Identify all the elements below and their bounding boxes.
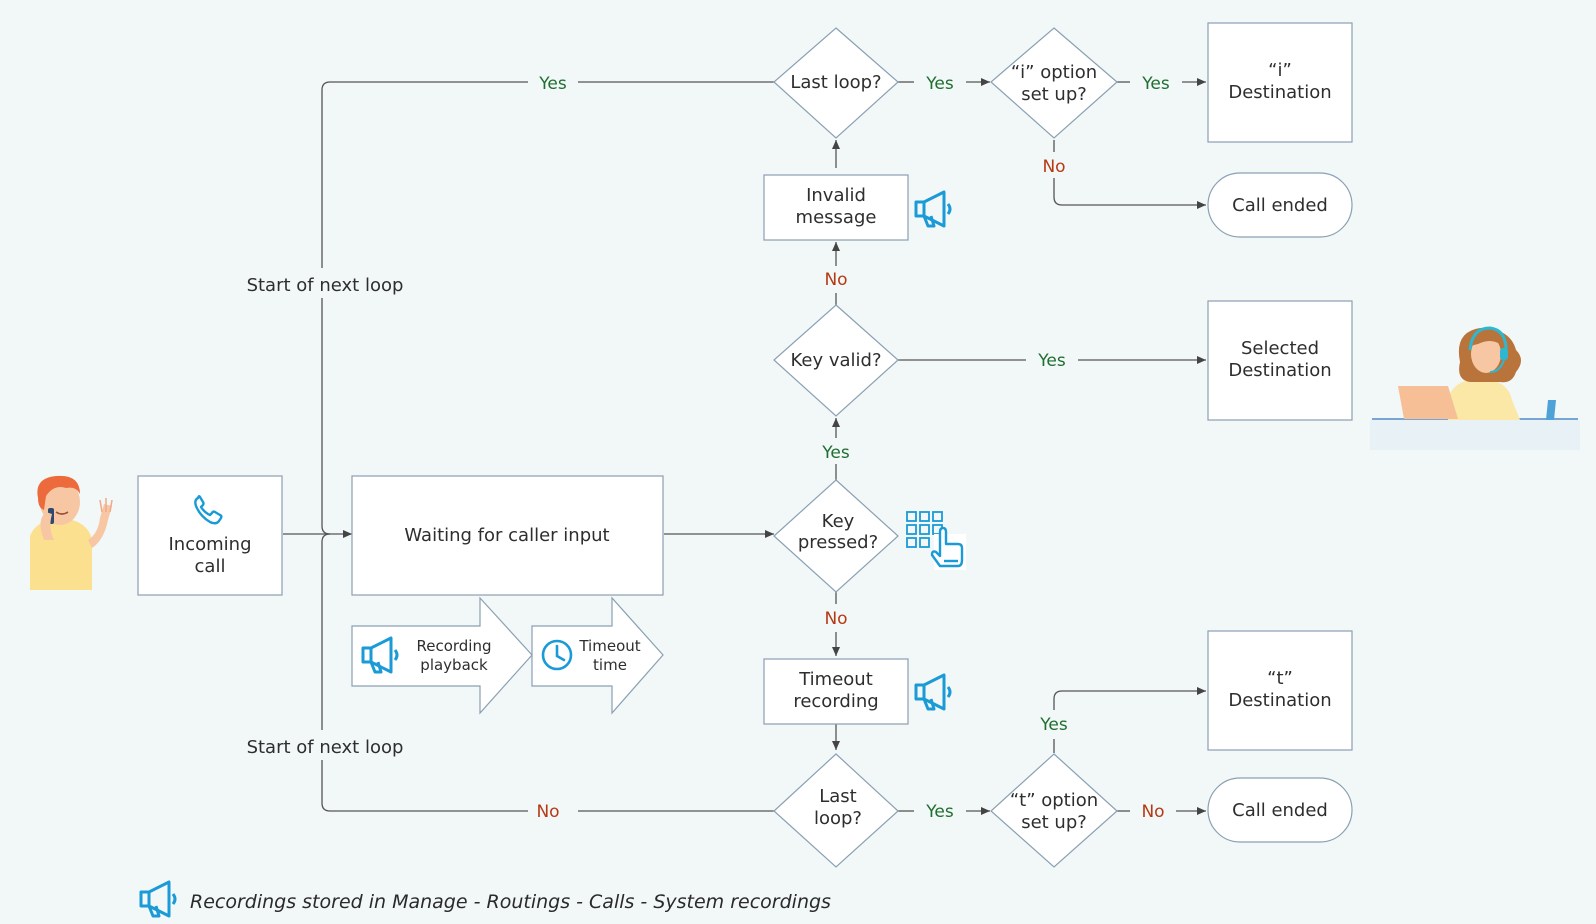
recording-playback-line1: Recording [416, 637, 491, 655]
i-option-line1: “i” option [1011, 62, 1097, 83]
node-t-option: “t” option set up? [990, 753, 1118, 868]
invalid-message-line1: Invalid [806, 185, 866, 206]
label-start-next-loop-bottom: Start of next loop [247, 737, 404, 758]
node-last-loop-bottom: Last loop? [773, 753, 899, 868]
edge-bottom-loop-b [321, 760, 528, 812]
node-waiting: Waiting for caller input [351, 475, 664, 596]
label-start-next-loop-top: Start of next loop [247, 275, 404, 296]
label-no-keypressed: No [824, 609, 847, 629]
node-i-destination: “i” Destination [1207, 22, 1353, 143]
recording-playback-line2: playback [420, 656, 488, 674]
megaphone-icon [139, 880, 177, 918]
t-destination-line1: “t” [1267, 668, 1293, 689]
call-ended-bottom-label: Call ended [1232, 800, 1328, 821]
last-loop-bottom-line2: loop? [814, 808, 862, 829]
key-pressed-line2: pressed? [798, 532, 878, 553]
label-yes-top-loop: Yes [538, 74, 567, 94]
footnote-text: Recordings stored in Manage - Routings -… [190, 891, 831, 913]
node-call-ended-bottom: Call ended [1207, 777, 1353, 843]
phone-icon [194, 495, 223, 525]
megaphone-icon [914, 673, 952, 711]
t-destination-line2: Destination [1228, 690, 1331, 711]
node-t-destination: “t” Destination [1207, 630, 1353, 751]
node-selected-destination: Selected Destination [1207, 300, 1353, 421]
incoming-call-line2: call [195, 556, 226, 577]
node-incoming-call: Incoming call [137, 475, 283, 596]
node-call-ended-top: Call ended [1207, 172, 1353, 238]
edge-ioption-no [1053, 178, 1206, 209]
label-yes-lastloop-top: Yes [925, 74, 954, 94]
label-yes-ioption: Yes [1141, 74, 1170, 94]
selected-destination-line1: Selected [1241, 338, 1319, 359]
edge-top-loop-c [321, 298, 331, 535]
label-no-ioption: No [1042, 157, 1065, 177]
label-no-bottom-loop: No [536, 802, 559, 822]
edge-bottom-loop-c [321, 533, 331, 730]
timeout-recording-line2: recording [793, 691, 878, 712]
node-last-loop-top: Last loop? [773, 27, 899, 139]
label-yes-keyvalid: Yes [1037, 351, 1066, 371]
node-invalid-message: Invalid message [763, 174, 909, 241]
node-i-option: “i” option set up? [990, 27, 1118, 139]
incoming-call-line1: Incoming [169, 534, 252, 555]
i-destination-line2: Destination [1228, 82, 1331, 103]
node-key-pressed: Key pressed? [773, 479, 899, 593]
label-yes-keypressed: Yes [821, 443, 850, 463]
megaphone-icon [914, 190, 952, 228]
i-destination-line1: “i” [1268, 60, 1292, 81]
footnote: Recordings stored in Manage - Routings -… [139, 880, 831, 918]
edge-labels: Yes Start of next loop Start of next loo… [247, 74, 1170, 822]
t-option-line2: set up? [1021, 812, 1087, 833]
t-option-line1: “t” option [1010, 790, 1098, 811]
timeout-time-line2: time [593, 656, 627, 674]
edge-top-loop-b [321, 81, 528, 268]
i-option-line2: set up? [1021, 84, 1087, 105]
agent-person [1370, 326, 1580, 450]
label-yes-toption: Yes [1039, 715, 1068, 735]
label-no-toption: No [1141, 802, 1164, 822]
timeout-time-line1: Timeout [578, 637, 640, 655]
last-loop-top-label: Last loop? [790, 72, 881, 93]
key-valid-label: Key valid? [790, 350, 881, 371]
call-ended-top-label: Call ended [1232, 195, 1328, 216]
timeout-recording-line1: Timeout [798, 669, 873, 690]
node-timeout-time: Timeout time [531, 596, 664, 715]
invalid-message-line2: message [796, 207, 877, 228]
edge-toption-yes [1053, 687, 1206, 710]
clock-icon [541, 639, 573, 671]
label-no-keyvalid: No [824, 270, 847, 290]
label-yes-lastloop-bottom: Yes [925, 802, 954, 822]
node-key-valid: Key valid? [773, 304, 899, 417]
key-pressed-line1: Key [822, 511, 855, 532]
last-loop-bottom-line1: Last [819, 786, 857, 807]
selected-destination-line2: Destination [1228, 360, 1331, 381]
connectors [283, 78, 1206, 815]
hand-pointer-icon [930, 526, 966, 570]
node-timeout-recording: Timeout recording [763, 658, 909, 725]
keypad-icon [906, 511, 943, 548]
node-recording-playback: Recording playback [351, 596, 533, 715]
waiting-label: Waiting for caller input [404, 525, 609, 546]
caller-person [30, 475, 113, 590]
